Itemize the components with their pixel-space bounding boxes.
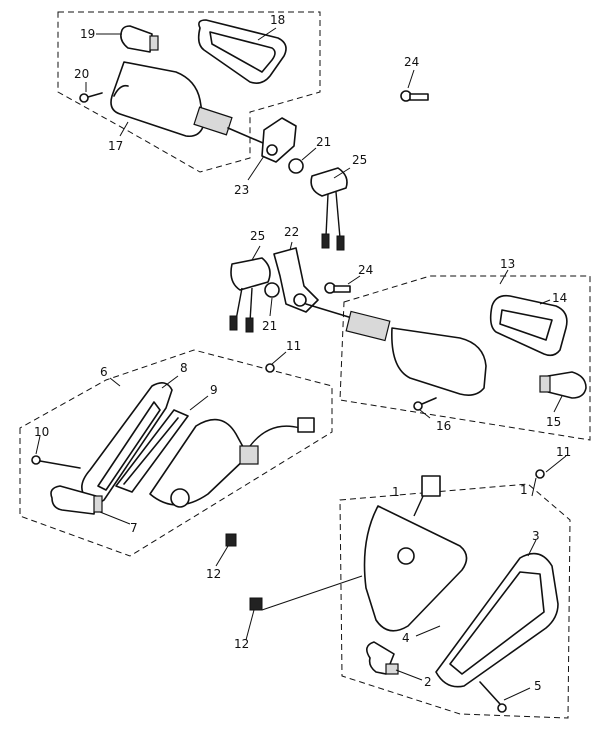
callout-25-lower: 25	[250, 229, 265, 243]
callout-24-lower: 24	[358, 263, 373, 277]
callout-2: 2	[424, 675, 432, 689]
callout-25-upper: 25	[352, 153, 367, 167]
callout-12-upper: 12	[206, 567, 221, 581]
gasket-9	[115, 409, 189, 493]
screw-16	[413, 397, 437, 411]
bulb-7	[50, 485, 103, 515]
group-boundary-1	[339, 483, 571, 719]
callout-17: 17	[108, 139, 123, 153]
screw-11-lower	[535, 469, 545, 479]
nut-21-upper	[288, 158, 304, 174]
callout-1-mark: 1	[392, 485, 400, 499]
callout-1: 1	[520, 483, 528, 497]
socket-25-lower	[229, 257, 271, 333]
group-boundary-17	[57, 11, 321, 173]
callout-19: 19	[80, 27, 95, 41]
callout-13: 13	[500, 257, 515, 271]
callout-21-lower: 21	[262, 319, 277, 333]
callout-9: 9	[210, 383, 218, 397]
nut-21-lower	[264, 282, 280, 298]
callout-4: 4	[402, 631, 410, 645]
flasher-housing-1	[363, 475, 468, 632]
bolt-24-upper	[400, 90, 429, 102]
lens-14	[489, 294, 568, 357]
callout-11-upper: 11	[286, 339, 301, 353]
bulb-2	[366, 641, 399, 675]
bulb-15	[539, 371, 587, 399]
callout-5: 5	[534, 679, 542, 693]
leader-lines	[35, 27, 567, 701]
callout-18: 18	[270, 13, 285, 27]
screw-10	[31, 455, 81, 469]
callout-16: 16	[436, 419, 451, 433]
callout-10: 10	[34, 425, 49, 439]
clip-12-lower	[249, 597, 263, 611]
callout-21-upper: 21	[316, 135, 331, 149]
screw-20	[79, 92, 103, 103]
bulb-19	[120, 25, 159, 53]
callout-24-upper: 24	[404, 55, 419, 69]
callout-12-lower: 12	[234, 637, 249, 651]
screw-11-upper	[265, 363, 275, 373]
bolt-24-lower	[324, 282, 351, 294]
callout-6: 6	[100, 365, 108, 379]
callout-7: 7	[130, 521, 138, 535]
callout-3: 3	[532, 529, 540, 543]
callout-22: 22	[284, 225, 299, 239]
callout-14: 14	[552, 291, 567, 305]
lens-3	[435, 552, 559, 688]
bracket-22	[273, 247, 319, 313]
callout-23: 23	[234, 183, 249, 197]
callout-15: 15	[546, 415, 561, 429]
group-boundary-6	[19, 349, 333, 557]
clip-12-upper	[225, 533, 237, 547]
socket-25-upper	[310, 167, 348, 251]
callout-20: 20	[74, 67, 89, 81]
flasher-housing-13	[305, 303, 487, 396]
bracket-23	[261, 117, 297, 163]
screw-5	[479, 681, 507, 713]
callout-8: 8	[180, 361, 188, 375]
group-boundary-13	[339, 275, 591, 441]
flasher-housing-17	[110, 61, 271, 147]
callout-11-lower: 11	[556, 445, 571, 459]
flasher-housing-6	[149, 417, 315, 508]
